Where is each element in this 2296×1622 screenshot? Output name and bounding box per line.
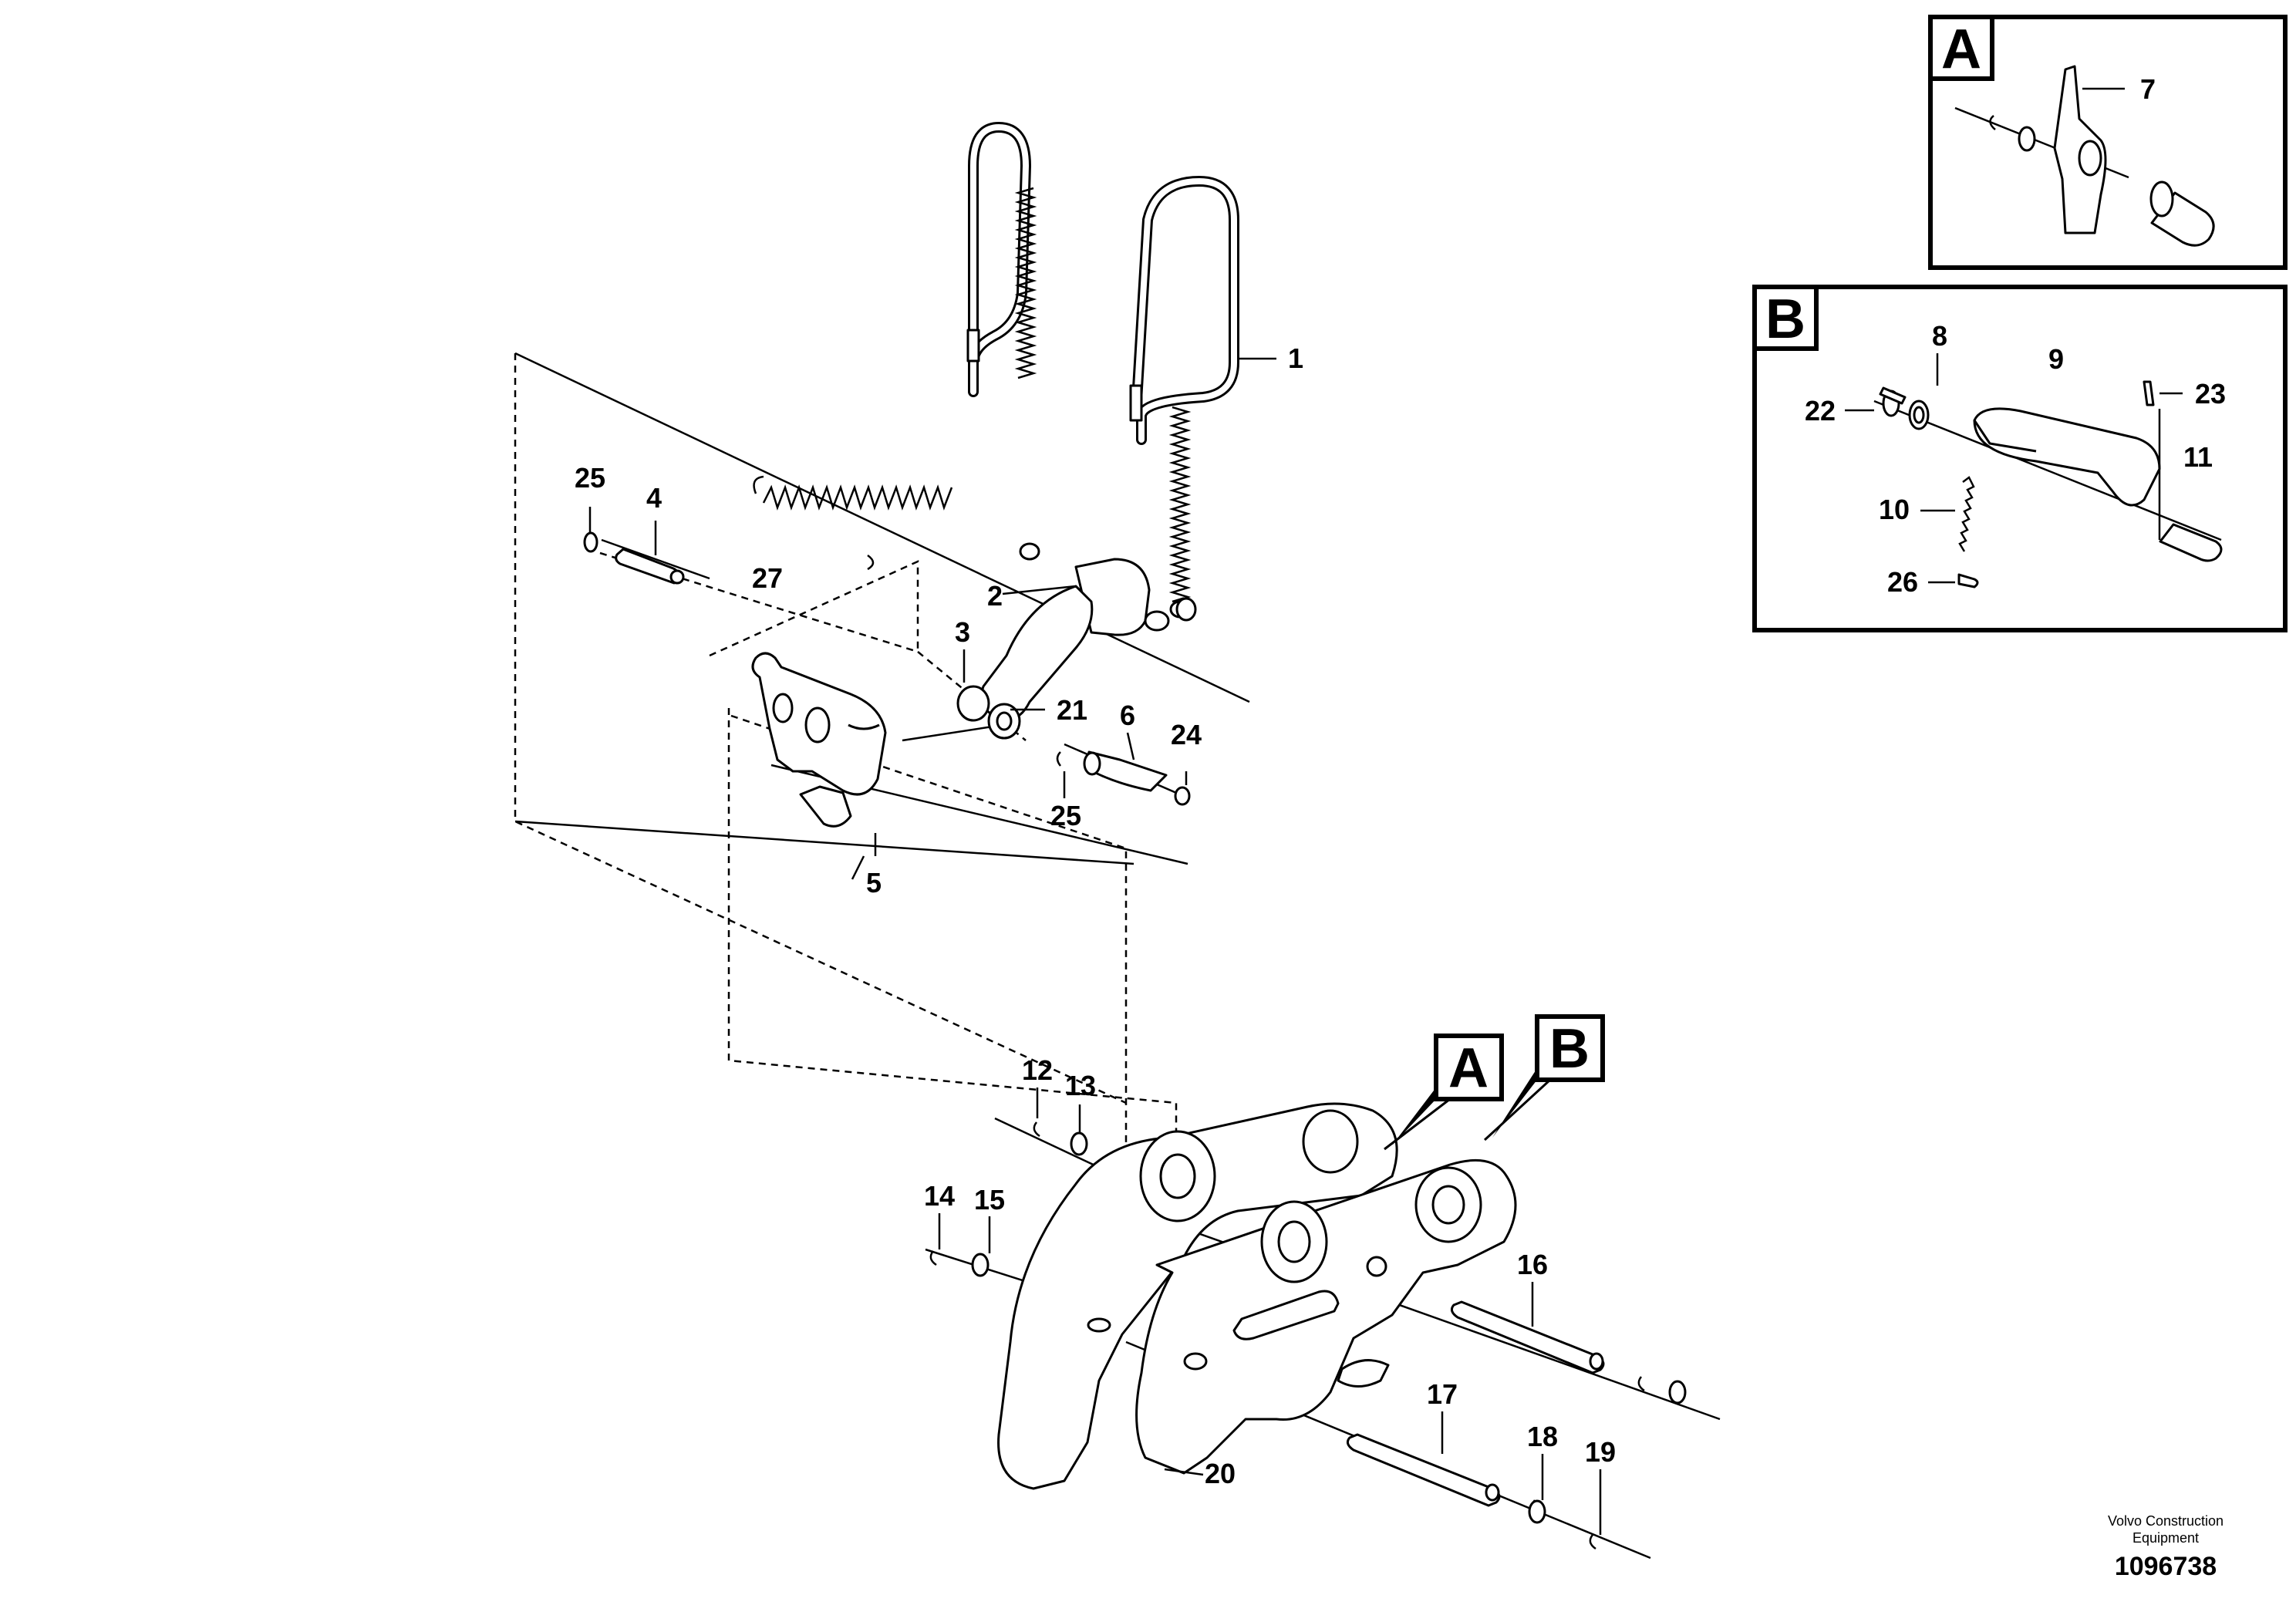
footer-block: Volvo Construction Equipment 1096738 [2108, 1513, 2224, 1581]
callout-20: 20 [1205, 1458, 1236, 1489]
callout-5: 5 [866, 867, 882, 899]
company-name-line1: Volvo Construction [2108, 1513, 2224, 1529]
view-reference-b: B [1483, 1014, 1605, 1141]
detail-inset-b: B 8 9 23 22 11 10 26 [1752, 285, 2288, 632]
callout-19: 19 [1585, 1436, 1616, 1468]
callout-2: 2 [987, 580, 1003, 612]
callout-17: 17 [1427, 1378, 1458, 1410]
callout-6: 6 [1120, 700, 1135, 731]
pin-4 [583, 531, 685, 585]
inset-b-letter: B [1765, 288, 1805, 350]
inset-a-frame [1928, 15, 2288, 270]
callout-9: 9 [2048, 343, 2064, 375]
callout-14: 14 [924, 1180, 955, 1212]
callout-25-top: 25 [575, 462, 605, 494]
callout-4: 4 [646, 482, 662, 514]
washers-and-circlips [929, 1121, 1687, 1550]
inset-b-parts [1873, 380, 2223, 588]
callout-10: 10 [1879, 494, 1910, 525]
callout-18: 18 [1527, 1421, 1558, 1452]
callout-13: 13 [1065, 1070, 1096, 1101]
callout-26: 26 [1887, 566, 1918, 598]
callout-15: 15 [974, 1184, 1005, 1216]
callout-1: 1 [1288, 342, 1303, 374]
inset-b-frame [1752, 285, 2288, 632]
callout-27: 27 [752, 562, 783, 594]
callout-11: 11 [2183, 441, 2213, 473]
callout-23: 23 [2195, 378, 2226, 410]
hook-5 [751, 652, 887, 828]
callout-3: 3 [955, 616, 970, 648]
part-6-assembly [1056, 750, 1191, 806]
drawing-number: 1096738 [2115, 1552, 2217, 1581]
callout-22: 22 [1805, 395, 1836, 427]
view-reference-b-letter: B [1549, 1018, 1590, 1080]
cylinder-valve [956, 558, 1197, 740]
inset-a-parts [1954, 65, 2215, 247]
coupler-frame-20 [997, 1102, 1517, 1490]
spring-27 [753, 475, 953, 571]
view-reference-a-letter: A [1448, 1037, 1489, 1099]
callout-8: 8 [1932, 320, 1947, 352]
callout-21: 21 [1057, 694, 1087, 726]
view-reference-a: A [1384, 1034, 1504, 1151]
leader-lines [588, 507, 1602, 1535]
callout-16: 16 [1517, 1249, 1548, 1280]
main-exploded-view: A B 1 2 3 4 5 6 12 13 14 15 16 17 18 19 … [514, 122, 1721, 1560]
hydraulic-hoses [966, 122, 1276, 619]
callout-24: 24 [1171, 719, 1202, 750]
callout-12: 12 [1022, 1054, 1053, 1086]
pin-16 [1450, 1300, 1605, 1374]
company-name-line2: Equipment [2132, 1530, 2199, 1546]
callout-7: 7 [2140, 73, 2156, 105]
detail-inset-a: A 7 [1928, 15, 2288, 270]
callout-25-mid: 25 [1050, 800, 1081, 831]
pin-17 [1346, 1433, 1501, 1507]
inset-b-letter-box [1752, 285, 1819, 351]
inset-a-letter: A [1941, 19, 1981, 80]
inset-a-letter-box [1928, 15, 1994, 81]
